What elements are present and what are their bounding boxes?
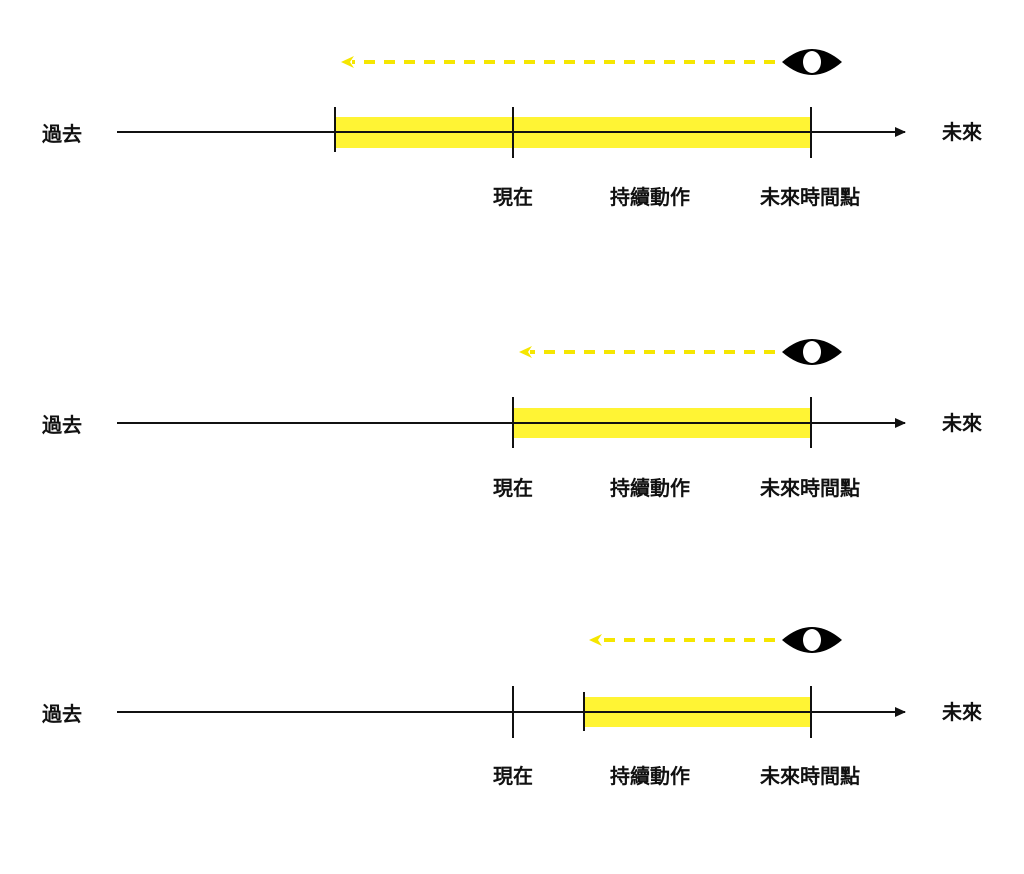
- future-label: 未來: [942, 700, 982, 724]
- ongoing-label: 持續動作: [610, 476, 690, 500]
- timeline-2: [117, 339, 906, 448]
- ongoing-label: 持續動作: [610, 185, 690, 209]
- eye-icon: [782, 49, 842, 75]
- past-label: 過去: [42, 702, 82, 726]
- ongoing-label: 持續動作: [610, 764, 690, 788]
- timeline-1: [117, 49, 906, 158]
- eye-icon: [782, 339, 842, 365]
- past-label: 過去: [42, 413, 82, 437]
- future-label: 未來: [942, 411, 982, 435]
- now-label: 現在: [493, 764, 533, 788]
- now-label: 現在: [493, 185, 533, 209]
- future-point-label: 未來時間點: [760, 764, 860, 788]
- future-point-label: 未來時間點: [760, 476, 860, 500]
- now-label: 現在: [493, 476, 533, 500]
- past-label: 過去: [42, 122, 82, 146]
- eye-icon: [782, 627, 842, 653]
- timeline-3: [117, 627, 906, 738]
- future-point-label: 未來時間點: [760, 185, 860, 209]
- future-label: 未來: [942, 120, 982, 144]
